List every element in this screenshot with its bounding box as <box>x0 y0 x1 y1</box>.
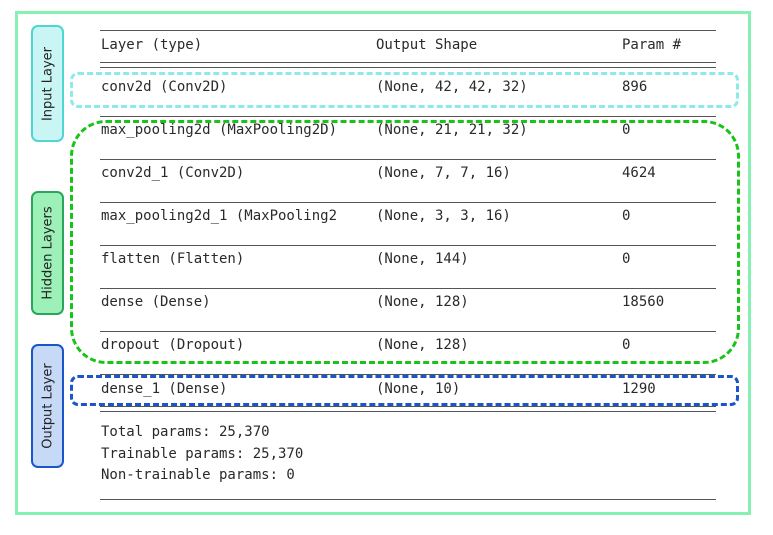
param-count: 4624 <box>622 165 656 181</box>
output-shape: (None, 7, 7, 16) <box>376 165 511 181</box>
output-shape: (None, 128) <box>376 294 469 310</box>
header-param-count: Param # <box>622 37 682 53</box>
layer-name: conv2d_1 (Conv2D) <box>101 165 245 181</box>
param-count: 896 <box>622 79 648 95</box>
param-count: 18560 <box>622 294 665 310</box>
input-layer-highlight <box>70 72 739 108</box>
header-double-rule <box>100 62 716 68</box>
row-rule <box>100 202 716 203</box>
hidden-layers-label: Hidden Layers <box>31 191 64 315</box>
layer-name: max_pooling2d_1 (MaxPooling2 <box>101 208 338 224</box>
param-count: 0 <box>622 122 631 138</box>
layer-name: dense_1 (Dense) <box>101 381 228 397</box>
output-shape: (None, 3, 3, 16) <box>376 208 511 224</box>
param-count: 1290 <box>622 381 656 397</box>
figure-frame <box>15 11 751 515</box>
row-rule <box>100 288 716 289</box>
param-count: 0 <box>622 208 631 224</box>
output-layer-label: Output Layer <box>31 344 64 468</box>
input-layer-label-text: Input Layer <box>40 46 55 121</box>
top-rule <box>100 30 716 31</box>
output-shape: (None, 128) <box>376 337 469 353</box>
trainable-params: Trainable params: 25,370 <box>101 446 304 462</box>
layer-name: dense (Dense) <box>101 294 211 310</box>
output-shape: (None, 10) <box>376 381 461 397</box>
output-layer-highlight <box>70 375 739 406</box>
layer-name: flatten (Flatten) <box>101 251 245 267</box>
row-rule <box>100 245 716 246</box>
layer-name: conv2d (Conv2D) <box>101 79 228 95</box>
total-params: Total params: 25,370 <box>101 424 270 440</box>
input-layer-label: Input Layer <box>31 25 64 142</box>
layer-name: max_pooling2d (MaxPooling2D) <box>101 122 338 138</box>
footer-double-rule <box>100 406 716 412</box>
output-shape: (None, 144) <box>376 251 469 267</box>
output-shape: (None, 42, 42, 32) <box>376 79 528 95</box>
hidden-layers-label-text: Hidden Layers <box>40 206 55 300</box>
row-rule <box>100 374 716 375</box>
bottom-rule <box>100 499 716 500</box>
row-rule <box>100 116 716 117</box>
param-count: 0 <box>622 251 631 267</box>
param-count: 0 <box>622 337 631 353</box>
output-layer-label-text: Output Layer <box>40 363 55 449</box>
output-shape: (None, 21, 21, 32) <box>376 122 528 138</box>
non-trainable-params: Non-trainable params: 0 <box>101 467 295 483</box>
row-rule <box>100 331 716 332</box>
header-layer-type: Layer (type) <box>101 37 203 53</box>
header-output-shape: Output Shape <box>376 37 478 53</box>
hidden-layers-highlight <box>70 120 740 364</box>
layer-name: dropout (Dropout) <box>101 337 245 353</box>
row-rule <box>100 159 716 160</box>
